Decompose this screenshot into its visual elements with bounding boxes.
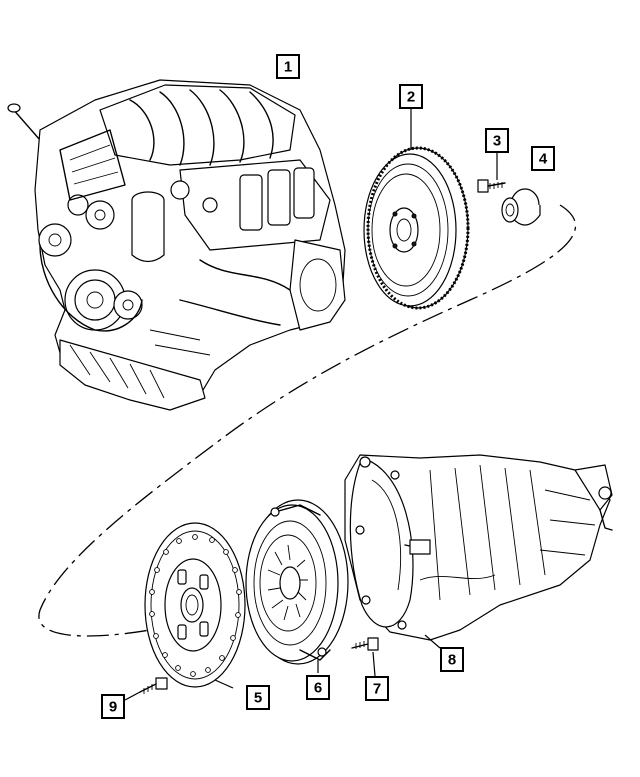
disc-bolt-drawing bbox=[139, 677, 168, 694]
assembly-axis-line bbox=[38, 204, 577, 637]
callout-4: 4 bbox=[531, 146, 555, 171]
clutch-disc-drawing bbox=[144, 522, 246, 688]
callout-4-label: 4 bbox=[539, 151, 548, 168]
callout-9: 9 bbox=[101, 694, 125, 719]
callout-8: 8 bbox=[440, 647, 464, 672]
flywheel-drawing bbox=[363, 146, 470, 310]
callout-1: 1 bbox=[276, 54, 300, 79]
callout-3: 3 bbox=[485, 128, 509, 153]
callout-7-label: 7 bbox=[373, 681, 381, 698]
callout-6-label: 6 bbox=[314, 680, 322, 697]
leader-lines bbox=[124, 108, 498, 701]
callout-6: 6 bbox=[306, 675, 330, 700]
callout-9-label: 9 bbox=[109, 699, 117, 716]
callout-2-label: 2 bbox=[407, 89, 415, 106]
flywheel-bolt-drawing bbox=[477, 179, 506, 193]
callout-8-label: 8 bbox=[448, 652, 456, 669]
transmission-drawing bbox=[344, 454, 613, 641]
callout-5: 5 bbox=[246, 685, 270, 710]
callout-2: 2 bbox=[399, 84, 423, 109]
pressure-plate-bolt-drawing bbox=[351, 637, 379, 651]
callout-3-label: 3 bbox=[493, 133, 501, 150]
callout-1-label: 1 bbox=[284, 59, 292, 76]
callout-5-label: 5 bbox=[254, 690, 262, 707]
pilot-bearing-drawing bbox=[501, 188, 541, 226]
engine-assembly-drawing bbox=[7, 79, 346, 411]
callout-7: 7 bbox=[365, 676, 389, 701]
pressure-plate-drawing bbox=[245, 499, 349, 665]
